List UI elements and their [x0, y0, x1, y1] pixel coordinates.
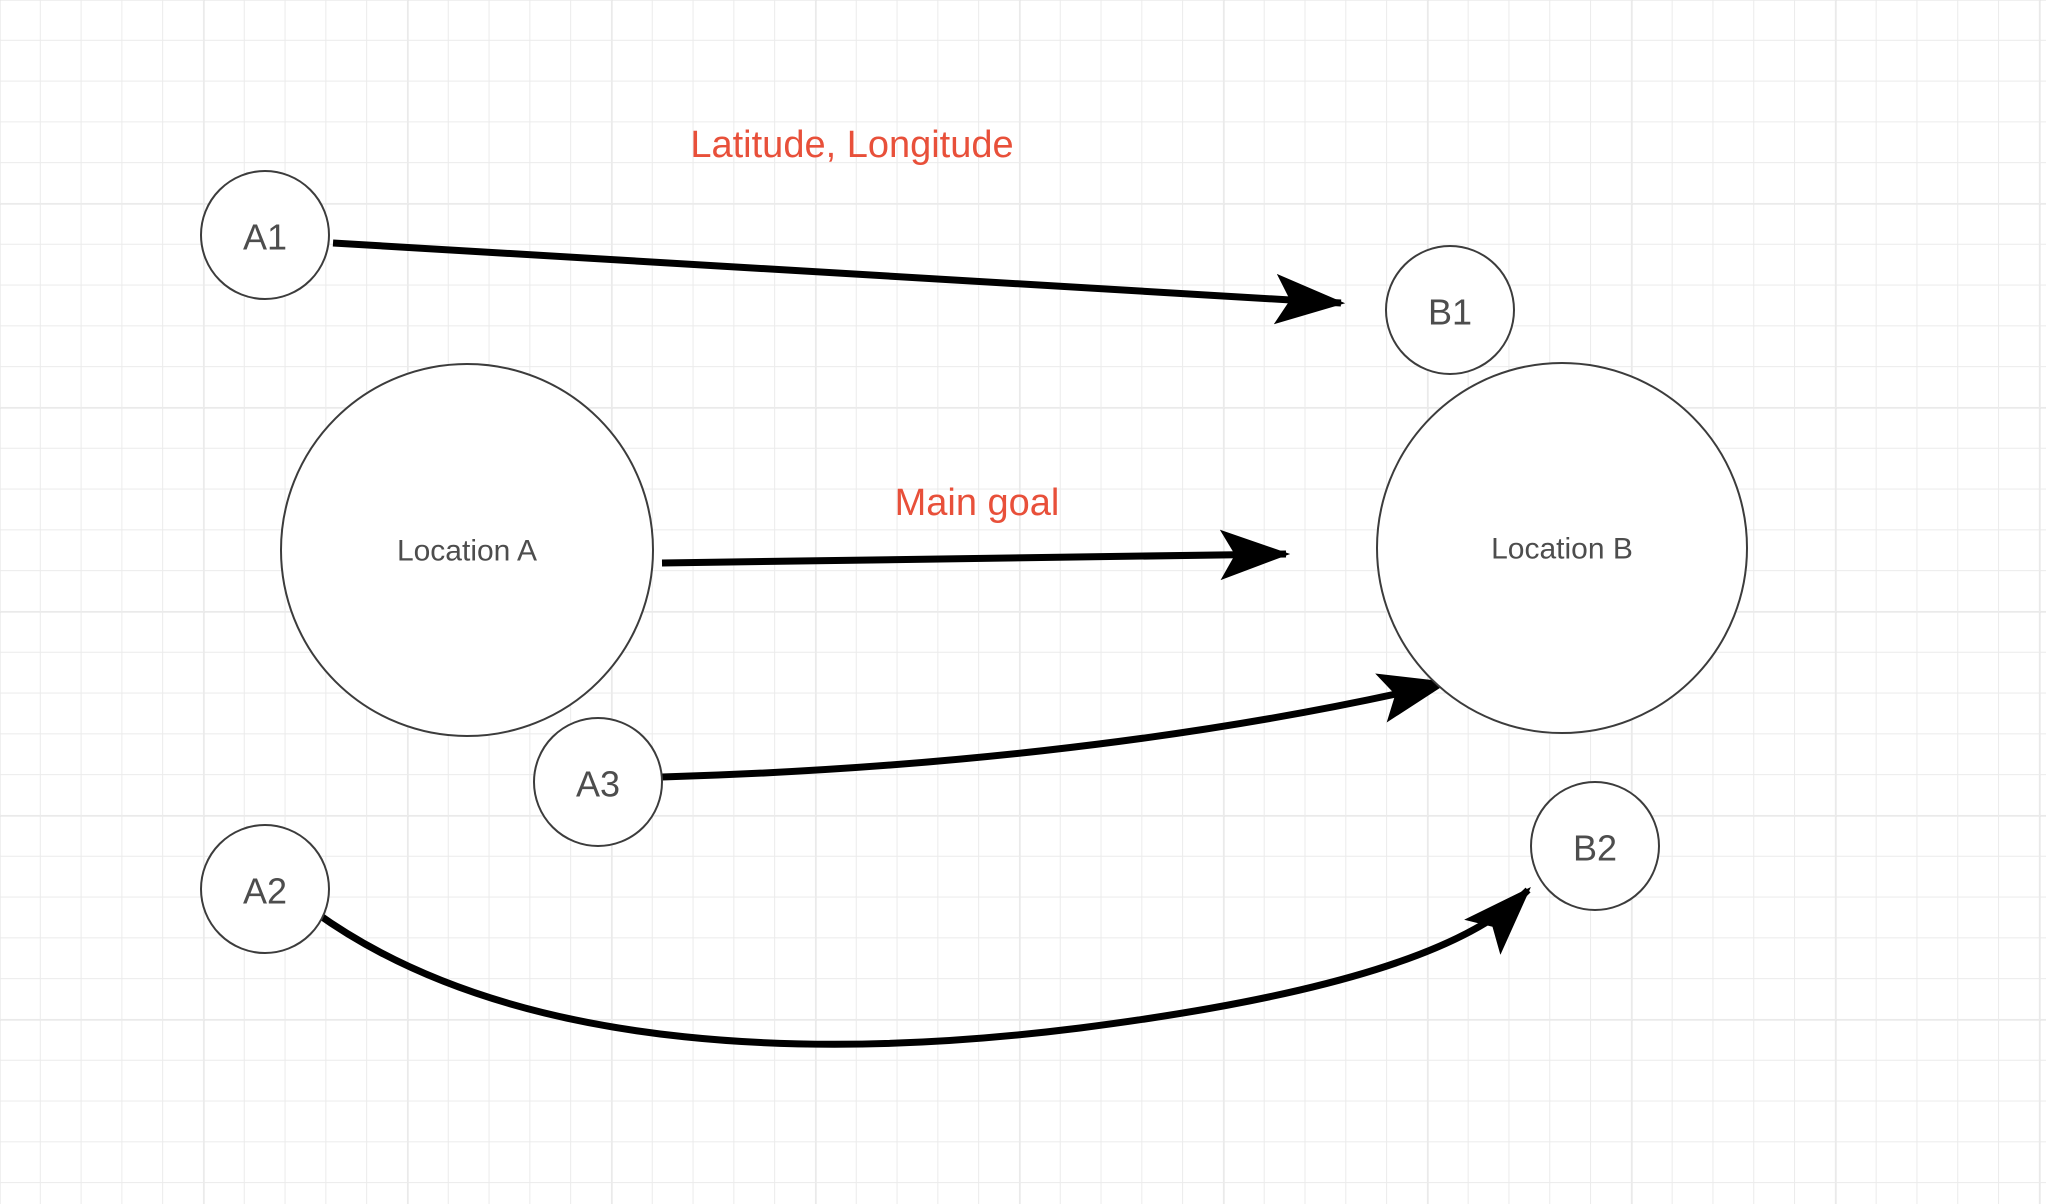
node-b1[interactable]: B1 — [1385, 245, 1515, 375]
node-location-b[interactable]: Location B — [1376, 362, 1748, 734]
node-b2-label: B2 — [1573, 828, 1617, 869]
node-location-a-label: Location A — [397, 535, 537, 568]
node-a2-circle[interactable] — [200, 824, 330, 954]
edge-a3-to-location-b[interactable] — [661, 673, 1450, 781]
edge-location-a-to-location-b[interactable] — [661, 529, 1291, 581]
node-a1-label: A1 — [243, 217, 287, 258]
edge-label-latitude-longitude: Latitude, Longitude — [690, 124, 1013, 166]
node-location-b-label: Location B — [1491, 533, 1633, 566]
node-b1-label: B1 — [1428, 292, 1472, 333]
node-b2-circle[interactable] — [1530, 781, 1660, 911]
node-a3[interactable]: A3 — [533, 717, 663, 847]
node-a3-label: A3 — [576, 764, 620, 805]
node-a1[interactable]: A1 — [200, 170, 330, 300]
edge-a1-to-b1[interactable] — [332, 239, 1346, 325]
node-location-b-circle[interactable] — [1376, 362, 1748, 734]
edge-label-main-goal: Main goal — [895, 482, 1060, 524]
node-location-a-circle[interactable] — [280, 363, 654, 737]
node-a2-label: A2 — [243, 871, 287, 912]
node-a2[interactable]: A2 — [200, 824, 330, 954]
node-b1-circle[interactable] — [1385, 245, 1515, 375]
node-location-a[interactable]: Location A — [280, 363, 654, 737]
node-a3-circle[interactable] — [533, 717, 663, 847]
edge-a2-to-b2[interactable] — [312, 886, 1531, 1048]
node-b2[interactable]: B2 — [1530, 781, 1660, 911]
node-a1-circle[interactable] — [200, 170, 330, 300]
